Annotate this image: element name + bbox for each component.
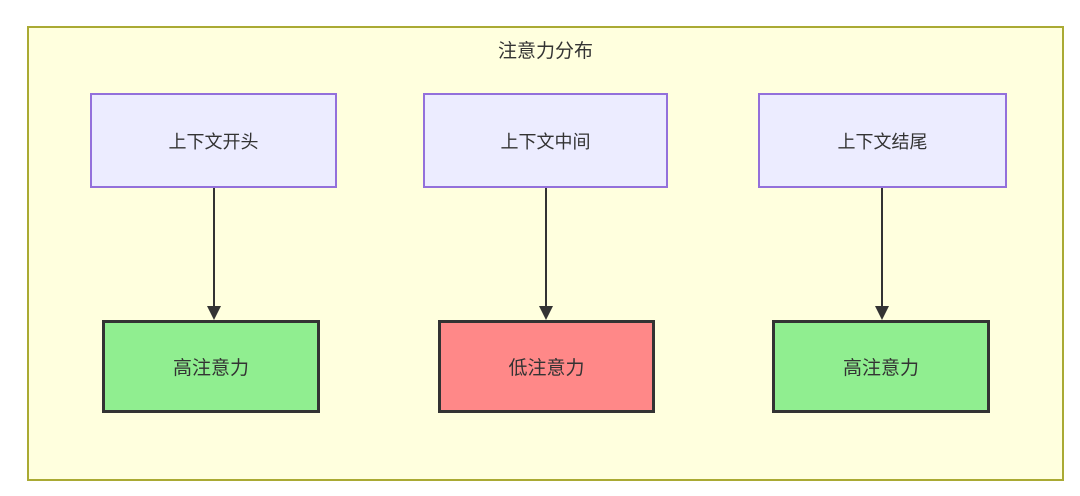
node-context-middle: 上下文中间 — [423, 93, 668, 188]
node-low-attention-middle: 低注意力 — [438, 320, 655, 413]
arrow-middle-to-low — [545, 188, 547, 308]
arrow-end-to-high — [881, 188, 883, 308]
node-context-end: 上下文结尾 — [758, 93, 1007, 188]
node-context-start: 上下文开头 — [90, 93, 337, 188]
node-context-start-label: 上下文开头 — [168, 131, 259, 152]
node-high-attention-left-label: 高注意力 — [172, 358, 249, 379]
node-context-middle-label: 上下文中间 — [500, 131, 591, 152]
node-high-attention-right: 高注意力 — [772, 320, 990, 413]
diagram-title: 注意力分布 — [497, 41, 593, 62]
arrowhead-icon — [207, 306, 221, 320]
arrowhead-icon — [539, 306, 553, 320]
node-low-attention-middle-label: 低注意力 — [508, 358, 585, 379]
node-high-attention-left: 高注意力 — [102, 320, 320, 413]
arrowhead-icon — [875, 306, 889, 320]
node-context-end-label: 上下文结尾 — [837, 131, 928, 152]
arrow-start-to-high — [213, 188, 215, 308]
node-high-attention-right-label: 高注意力 — [842, 358, 919, 379]
